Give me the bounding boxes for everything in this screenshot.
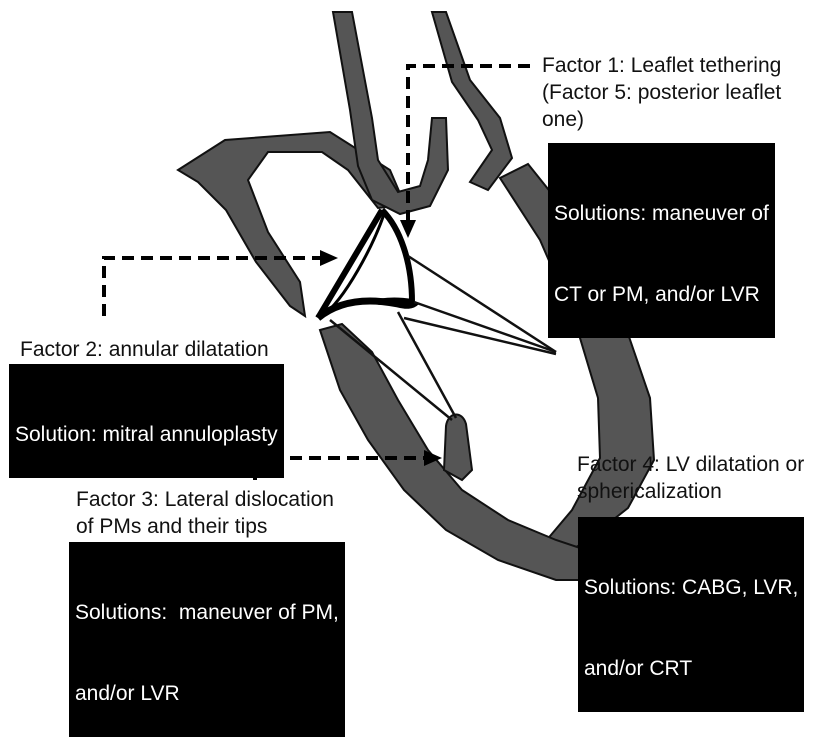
factor1-arrowhead — [400, 220, 416, 238]
factor2-solution: Solution: mitral annuloplasty — [15, 421, 278, 448]
factor1-solution-line2: CT or PM, and/or LVR — [554, 281, 769, 308]
factor1-solution-box: Solutions: maneuver of CT or PM, and/or … — [548, 143, 775, 338]
aorta-left-wall — [333, 12, 448, 214]
factor4-solution-box: Solutions: CABG, LVR, and/or CRT — [578, 517, 804, 712]
factor4-title-line1: Factor 4: LV dilatation or — [577, 451, 804, 478]
papillary-muscle — [444, 414, 472, 480]
factor3-solution-line1: Solutions: maneuver of PM, — [75, 599, 339, 626]
factor3-solution-box: Solutions: maneuver of PM, and/or LVR — [69, 542, 345, 737]
factor1-subtitle-line1: (Factor 5: posterior leaflet — [542, 79, 781, 106]
factor2-arrowhead — [320, 250, 338, 266]
factor3-title-line1: Factor 3: Lateral dislocation — [76, 486, 334, 513]
factor3-solution-line2: and/or LVR — [75, 680, 339, 707]
factor1-title: Factor 1: Leaflet tethering — [542, 52, 781, 79]
factor3-title-line2: of PMs and their tips — [76, 513, 267, 540]
factor2-solution-box: Solution: mitral annuloplasty — [9, 364, 284, 478]
factor4-title-line2: sphericalization — [577, 478, 722, 505]
factor4-solution-line2: and/or CRT — [584, 655, 798, 682]
factor2-title: Factor 2: annular dilatation — [20, 336, 269, 363]
factor1-subtitle-line2: one) — [542, 106, 584, 133]
factor4-solution-line1: Solutions: CABG, LVR, — [584, 574, 798, 601]
factor1-solution-line1: Solutions: maneuver of — [554, 200, 769, 227]
